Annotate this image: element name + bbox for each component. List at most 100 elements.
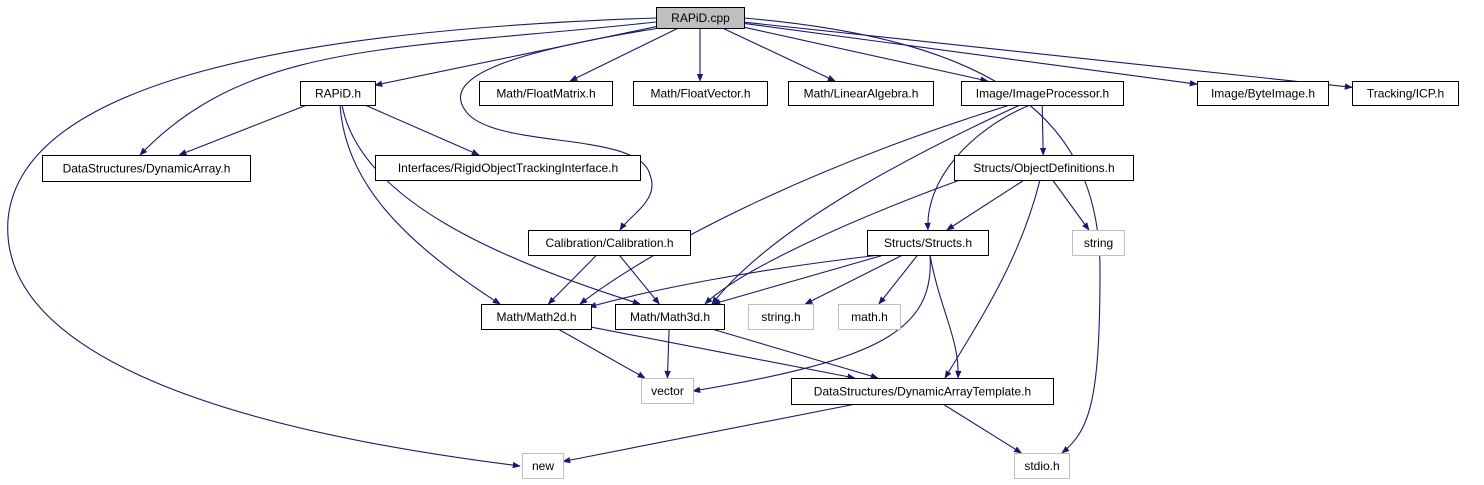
node-label: RAPiD.h	[315, 87, 361, 101]
edge-rapid_h-to-dynamicarray	[178, 104, 308, 156]
edge-dyntemplate-to-new	[562, 403, 856, 464]
node-label: RAPiD.cpp	[671, 11, 730, 25]
node-calibration[interactable]: Calibration/Calibration.h	[528, 230, 691, 256]
edge-dyntemplate-to-stdio_h	[942, 403, 1023, 454]
edge-calibration-to-math3d	[618, 254, 660, 305]
node-label: vector	[651, 384, 684, 398]
node-label: new	[532, 459, 554, 473]
edge-rapid_h-to-rigidobj	[364, 104, 480, 156]
node-label: math.h	[851, 310, 888, 324]
edge-math3d-to-dyntemplate	[711, 328, 879, 380]
edge-rapid_cpp-to-dynamicarray	[139, 21, 657, 156]
node-label: Math/FloatVector.h	[650, 87, 750, 101]
node-box	[1352, 81, 1459, 106]
node-box	[1072, 230, 1125, 256]
node-label: Image/ByteImage.h	[1211, 87, 1315, 101]
node-byteimage[interactable]: Image/ByteImage.h	[1197, 81, 1329, 106]
node-vector: vector	[641, 378, 694, 404]
node-label: Calibration/Calibration.h	[545, 236, 673, 250]
node-box	[300, 81, 376, 106]
node-linearalgebra[interactable]: Math/LinearAlgebra.h	[788, 81, 934, 106]
edges-layer	[7, 17, 1353, 469]
node-box	[788, 81, 934, 106]
node-new: new	[522, 453, 564, 479]
node-math-h: math.h	[838, 304, 901, 330]
node-box	[748, 304, 814, 330]
node-string: string	[1072, 230, 1125, 256]
node-box	[481, 304, 592, 330]
node-label: Math/Math3d.h	[630, 310, 710, 324]
node-box	[479, 81, 613, 106]
node-box	[838, 304, 901, 330]
node-box	[1197, 81, 1329, 106]
node-box	[867, 230, 989, 256]
node-rapid-cpp[interactable]: RAPiD.cpp	[656, 7, 745, 29]
node-rigidobj[interactable]: Interfaces/RigidObjectTrackingInterface.…	[375, 155, 641, 181]
node-box	[1014, 453, 1070, 479]
edge-imageprocessor-to-objdefs	[1039, 104, 1047, 156]
node-label: Math/Math2d.h	[496, 310, 576, 324]
node-floatmatrix[interactable]: Math/FloatMatrix.h	[479, 81, 613, 106]
edge-objdefs-to-string	[1052, 179, 1090, 231]
edge-rapid_cpp-to-new	[7, 17, 657, 469]
node-label: DataStructures/DynamicArrayTemplate.h	[814, 385, 1031, 399]
node-box	[954, 155, 1134, 181]
edge-objdefs-to-dyntemplate	[944, 179, 1041, 379]
node-label: DataStructures/DynamicArray.h	[63, 162, 231, 176]
edge-structs-to-math2d	[588, 254, 881, 309]
node-label: Structs/ObjectDefinitions.h	[973, 161, 1114, 175]
node-string-h: string.h	[748, 304, 814, 330]
node-label: stdio.h	[1024, 459, 1059, 473]
node-dyntemplate[interactable]: DataStructures/DynamicArrayTemplate.h	[791, 378, 1054, 405]
node-box	[528, 230, 691, 256]
node-objdefs[interactable]: Structs/ObjectDefinitions.h	[954, 155, 1134, 181]
edge-rapid_cpp-to-stdio_h	[743, 17, 1101, 454]
node-box	[522, 453, 564, 479]
edge-structs-to-math_h	[878, 254, 919, 305]
edge-rapid_h-to-math3d	[341, 104, 641, 305]
node-box	[375, 155, 641, 181]
node-box	[791, 378, 1054, 405]
node-label: string	[1084, 236, 1113, 250]
node-rapid-h[interactable]: RAPiD.h	[300, 81, 376, 106]
node-dynamicarray[interactable]: DataStructures/DynamicArray.h	[42, 155, 251, 182]
node-label: Math/FloatMatrix.h	[496, 87, 595, 101]
node-structs[interactable]: Structs/Structs.h	[867, 230, 989, 256]
node-label: Math/LinearAlgebra.h	[804, 87, 919, 101]
node-label: Image/ImageProcessor.h	[976, 87, 1109, 101]
edge-rapid_cpp-to-byteimage	[743, 22, 1198, 87]
node-box	[615, 304, 725, 330]
edge-objdefs-to-math3d	[704, 179, 961, 305]
edge-structs-to-dyntemplate	[929, 254, 962, 379]
edge-math3d-to-vector	[664, 328, 671, 379]
node-box	[42, 155, 251, 182]
node-box	[961, 81, 1124, 106]
node-math3d[interactable]: Math/Math3d.h	[615, 304, 725, 330]
node-box	[641, 378, 694, 404]
edge-rapid_cpp-to-imageprocessor	[743, 26, 989, 83]
edge-calibration-to-math2d	[547, 254, 598, 305]
node-math2d[interactable]: Math/Math2d.h	[481, 304, 592, 330]
node-label: Interfaces/RigidObjectTrackingInterface.…	[398, 161, 618, 175]
edge-rapid_h-to-math2d	[339, 104, 501, 305]
node-stdio-h: stdio.h	[1014, 453, 1070, 479]
edge-objdefs-to-structs	[946, 179, 1025, 231]
node-label: string.h	[761, 310, 800, 324]
edge-math2d-to-dyntemplate	[590, 326, 856, 380]
node-box	[633, 81, 768, 106]
edge-imageprocessor-to-math3d	[711, 104, 1021, 305]
edge-rapid_cpp-to-calibration	[459, 27, 661, 231]
node-box	[656, 7, 745, 29]
node-icp[interactable]: Tracking/ICP.h	[1352, 81, 1459, 106]
node-label: Tracking/ICP.h	[1367, 87, 1444, 101]
edge-rapid_cpp-to-icp	[743, 21, 1353, 90]
node-imageprocessor[interactable]: Image/ImageProcessor.h	[961, 81, 1124, 106]
edge-imageprocessor-to-math2d	[579, 104, 1011, 305]
edge-rapid_cpp-to-floatmatrix	[569, 27, 679, 82]
edge-rapid_cpp-to-linearalgebra	[722, 27, 836, 82]
edge-math2d-to-vector	[557, 328, 646, 379]
node-floatvector[interactable]: Math/FloatVector.h	[633, 81, 768, 106]
edge-structs-to-string_h	[804, 254, 903, 305]
